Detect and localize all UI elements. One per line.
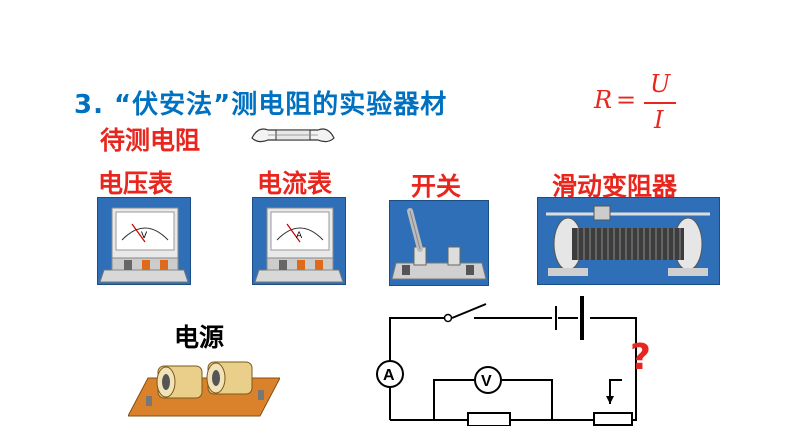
page-title: 3. “伏安法”测电阻的实验器材 [74,90,448,120]
resistor-image [251,128,335,143]
rheostat-label: 滑动变阻器 [552,172,678,201]
ammeter-dial-symbol: A [296,231,303,241]
power-source-label: 电源 [174,323,225,352]
voltmeter-icon: V [99,207,189,283]
circuit-wire-top-left [389,317,446,366]
circuit-resistor-icon [467,412,511,426]
rheostat-photo [537,197,720,285]
ammeter-icon: A [254,207,344,283]
circuit-voltmeter-wire-left [433,379,474,420]
circuit-rheostat-icon [593,412,633,426]
formula-current: I [654,106,664,134]
power-source-image [128,361,280,417]
switch-photo [389,200,489,286]
circuit-voltmeter-icon [474,366,502,394]
voltmeter-label: 电压表 [98,169,174,198]
switch-contact-icon [443,313,453,323]
circuit-ammeter-symbol: A [383,367,395,384]
switch-icon [391,208,487,280]
formula-resistance: R [594,86,613,114]
formula-fraction-bar [644,102,676,104]
ammeter-photo: A [252,197,346,285]
circuit-voltmeter-symbol: V [481,373,492,390]
switch-label: 开关 [411,172,462,201]
circuit-switch-blade [451,303,487,319]
circuit-diagram: A V [376,296,637,426]
formula-voltage: U [650,70,671,98]
unknown-component-mark: ? [630,337,651,378]
ammeter-label: 电流表 [257,169,333,198]
ohms-law-formula: R = U I [588,70,688,140]
resistor-label: 待测电阻 [100,126,201,155]
circuit-ammeter-icon [376,360,404,388]
voltmeter-photo: V [97,197,191,285]
rheostat-icon [546,205,710,276]
formula-equals: = [616,86,637,114]
circuit-voltmeter-wire-right [502,379,553,420]
voltmeter-dial-symbol: V [141,231,148,241]
rheostat-slider-arrow-icon [606,396,614,404]
